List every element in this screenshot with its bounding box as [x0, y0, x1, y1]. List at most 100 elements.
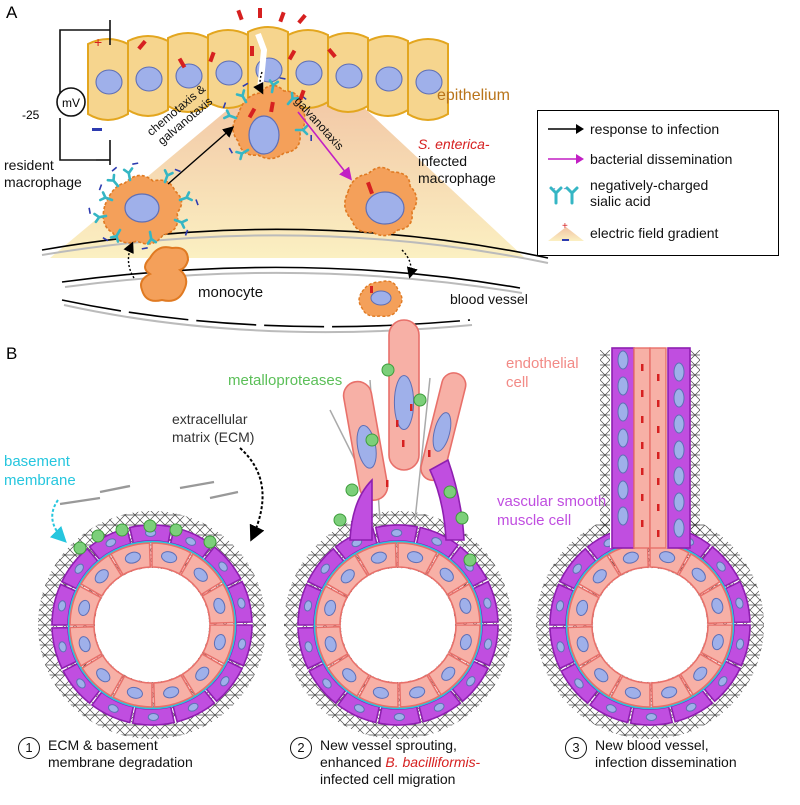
svg-text:+: +: [562, 221, 568, 232]
tube-nucleus: [617, 506, 629, 526]
epithelial-nucleus: [375, 66, 403, 92]
smooth-muscle-cell-nucleus: [107, 704, 119, 713]
bacterium: [177, 57, 187, 69]
smooth-muscle-cell-nucleus: [303, 600, 313, 612]
metalloprotease: [169, 523, 183, 537]
sialic-acid-icon: [106, 173, 120, 188]
step-3-text: New blood vessel, infection disseminatio…: [595, 737, 737, 771]
endothelial-cell-nucleus: [693, 666, 708, 681]
bacteria-marks: [137, 8, 337, 119]
smooth-muscle-cell-nucleus: [320, 563, 330, 574]
smooth-muscle-cell-nucleus: [322, 678, 332, 689]
step-3-line1: New blood vessel,: [595, 737, 709, 753]
endothelial-cell-nucleus: [711, 597, 724, 614]
endothelial-cell-nucleus: [213, 634, 226, 651]
sialic-acid-icon: [98, 191, 114, 202]
vessel-stage-2: [284, 319, 512, 739]
bacterium: [641, 442, 644, 449]
negative-charge: [98, 184, 103, 191]
vsmc-label: vascular smooth muscle cell: [497, 492, 606, 530]
black-arrow-icon: [548, 124, 584, 134]
legend-label-sialic-line2: sialic acid: [590, 193, 651, 209]
negative-charge: [102, 236, 109, 242]
smooth-muscle-cell-nucleus: [185, 537, 197, 546]
epithelial-nucleus: [175, 63, 203, 89]
endothelial-cell-nucleus: [576, 599, 589, 616]
ecm-fiber: [99, 484, 131, 494]
vessel-lumen: [341, 568, 455, 682]
endothelial-cell-nucleus: [459, 597, 472, 614]
bacterium: [327, 47, 337, 59]
smooth-muscle-cell-nucleus: [57, 600, 67, 612]
endothelial-cell-nucleus: [594, 668, 609, 683]
panel-b: [38, 319, 764, 739]
bacterium: [208, 51, 216, 63]
smooth-muscle-cell-nucleus: [466, 676, 476, 687]
sprout-nucleus: [432, 412, 452, 452]
smooth-muscle-cell-nucleus: [556, 641, 565, 653]
apical-arrow: [253, 71, 264, 95]
legend-label-dissemination: bacterial dissemination: [590, 151, 733, 167]
smooth-muscle-cell-nucleus: [716, 561, 726, 572]
legend-item-gradient: + electric field gradient: [538, 221, 778, 245]
resident-macrophage: [102, 174, 183, 245]
tube-nucleus: [673, 518, 685, 538]
endothelial-cell-nucleus: [459, 634, 472, 651]
positive-terminal: +: [94, 34, 102, 50]
resident-macrophage-line1: resident: [4, 157, 54, 173]
svg-text:_: _: [549, 179, 556, 189]
bacterium: [402, 440, 405, 447]
smooth-muscle-cell-nucleus: [147, 712, 159, 722]
bacterium: [247, 107, 257, 119]
panel-label-b: B: [6, 344, 18, 363]
basement-pointer-arrow: [49, 499, 67, 543]
step-2-text: New vessel sprouting, enhanced B. bacill…: [320, 737, 480, 788]
smooth-muscle-cell-nucleus: [572, 563, 582, 574]
endothelial-cell-nucleus: [409, 686, 426, 699]
endothelial-cell-nucleus: [324, 599, 337, 616]
smooth-muscle-cell-nucleus: [574, 678, 584, 689]
chemotaxis-arrow: [167, 126, 235, 185]
metalloprotease: [455, 511, 469, 525]
smooth-muscle-cell-nucleus: [58, 641, 67, 653]
epithelial-nucleus: [215, 60, 243, 86]
metalloprotease: [203, 535, 217, 549]
sialic-acid-icon: [93, 212, 108, 224]
sialic-acid-icon: [122, 167, 134, 182]
sialic-acid-icon: [222, 109, 238, 120]
smooth-muscle-cell-nucleus: [605, 704, 617, 713]
bacterium: [657, 478, 660, 485]
legend-item-response: response to infection: [538, 119, 778, 143]
negative-charge: [132, 162, 139, 165]
endothelial-cell-nucleus: [439, 567, 454, 582]
negative-charge: [279, 77, 286, 80]
endothelial-cell-nucleus: [195, 666, 210, 681]
step-2-line2c: -: [475, 754, 481, 770]
negative-charge: [111, 166, 118, 172]
panel-a: mV -25 +: [22, 8, 549, 334]
endothelial-cell-nucleus: [78, 636, 91, 653]
endothelial-cell-nucleus: [661, 686, 678, 699]
infected-macrophage: [344, 166, 418, 237]
metalloprotease: [91, 529, 105, 543]
bacterium: [641, 416, 644, 423]
vsmc-line2: muscle cell: [497, 512, 572, 529]
metalloprotease: [381, 363, 395, 377]
legend-item-sialic: _ _ negatively-charged sialic acid: [538, 177, 778, 213]
basement-membrane: [313, 540, 483, 710]
legend-label-response: response to infection: [590, 121, 720, 137]
smooth-muscle-cell-nucleus: [220, 676, 230, 687]
smooth-muscle-cell-nucleus: [555, 600, 565, 612]
magenta-arrow-icon: [548, 154, 584, 164]
bacterium: [236, 9, 244, 21]
extravasation-arrow: [123, 241, 135, 279]
sialic-acid-icon: [286, 91, 300, 106]
endothelial-cell-nucleus: [622, 551, 639, 564]
endothelial-line2: cell: [506, 374, 529, 391]
infected-species: S. enterica-: [418, 136, 490, 152]
ecm-line1: extracellular: [172, 411, 248, 427]
bacterium: [396, 420, 399, 427]
step-1-line2: membrane degradation: [48, 754, 193, 770]
bacterium: [657, 530, 660, 537]
